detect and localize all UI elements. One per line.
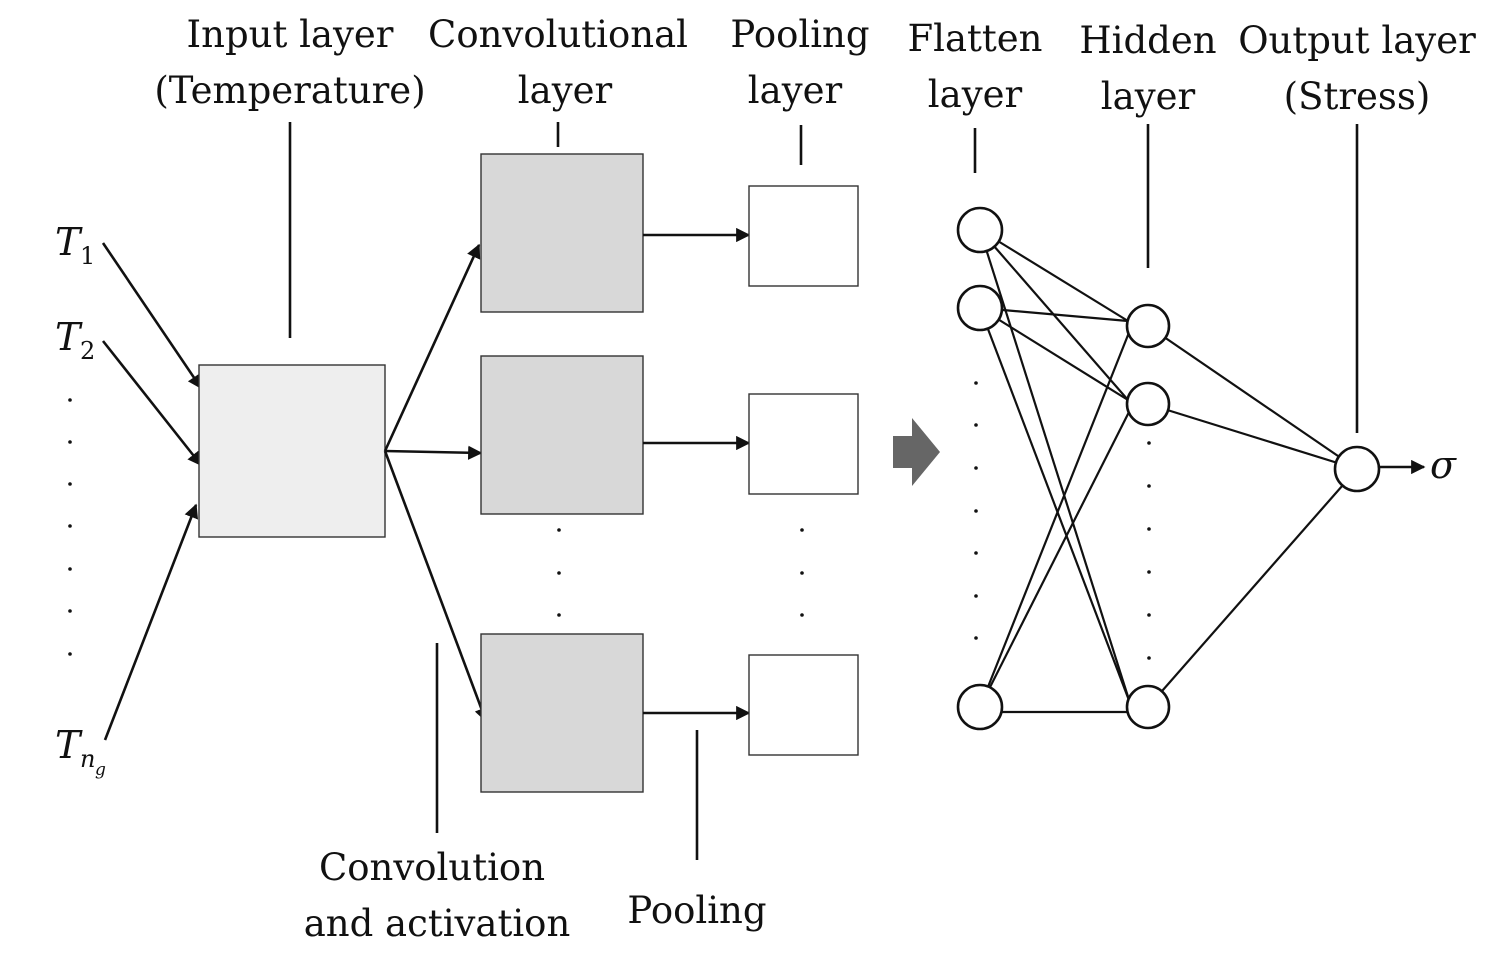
svg-text:2: 2 [80,337,95,365]
conv-feature-map-2 [480,355,644,515]
svg-text:g: g [95,760,106,780]
flatten-layer-label-line2: layer [928,73,1023,116]
conv-layer-label-line1: Convolutional [428,13,688,56]
conv-activation-label-line2: and activation [304,902,571,945]
hidden-layer-label-line1: Hidden [1079,19,1216,62]
hidden-node-1 [1125,303,1171,349]
input-tng: T n g [55,723,106,780]
arrow-input-to-conv-top [383,243,481,452]
svg-text:T: T [55,723,83,767]
arrow-tng-to-input [103,503,199,741]
output-layer-label-line1: Output layer [1238,19,1476,62]
hidden-node-n [1125,684,1171,730]
input-layer-box [198,364,386,538]
conv-activation-label-line1: Convolution [319,846,545,889]
svg-text:T: T [55,315,83,359]
pooling-op-label: Pooling [627,889,766,932]
hidden-layer-label-line2: layer [1101,75,1196,118]
output-node [1333,445,1381,493]
flatten-node-n [956,683,1004,731]
svg-text:1: 1 [80,242,95,270]
flatten-node-1 [956,206,1004,254]
input-layer-label-line2: (Temperature) [154,69,425,112]
pool-map-2 [748,393,859,495]
input-t2: T 2 [55,315,95,365]
pool-map-n [748,654,859,756]
arrow-input-to-conv-mid [384,445,483,460]
svg-text:T: T [55,220,83,264]
conv-layer-label-line2: layer [518,69,613,112]
input-layer-label-line1: Input layer [187,13,394,56]
conv-ellipsis [557,528,561,617]
flatten-layer-label-line1: Flatten [907,17,1042,60]
input-ellipsis [68,398,72,656]
output-layer-label-line2: (Stress) [1284,75,1431,118]
conv-feature-map-n [480,633,644,793]
arrow-input-to-conv-bottom [383,450,489,723]
arrow-t2-to-input [101,340,203,467]
transition-arrow-icon [893,418,940,486]
flatten-ellipsis [974,381,978,640]
pool-ellipsis [800,528,804,617]
output-sigma: σ [1430,443,1457,487]
hidden-node-2 [1125,381,1171,427]
pooling-layer-label-line1: Pooling [730,13,869,56]
network-connections [978,229,1358,714]
arrow-t1-to-input [101,242,203,390]
pooling-layer-label-line2: layer [748,69,843,112]
svg-text:n: n [80,745,95,773]
hidden-ellipsis [1147,441,1151,660]
flatten-node-2 [956,284,1004,332]
conv-feature-map-1 [480,153,644,313]
input-t1: T 1 [55,220,95,270]
pool-map-1 [748,185,859,287]
